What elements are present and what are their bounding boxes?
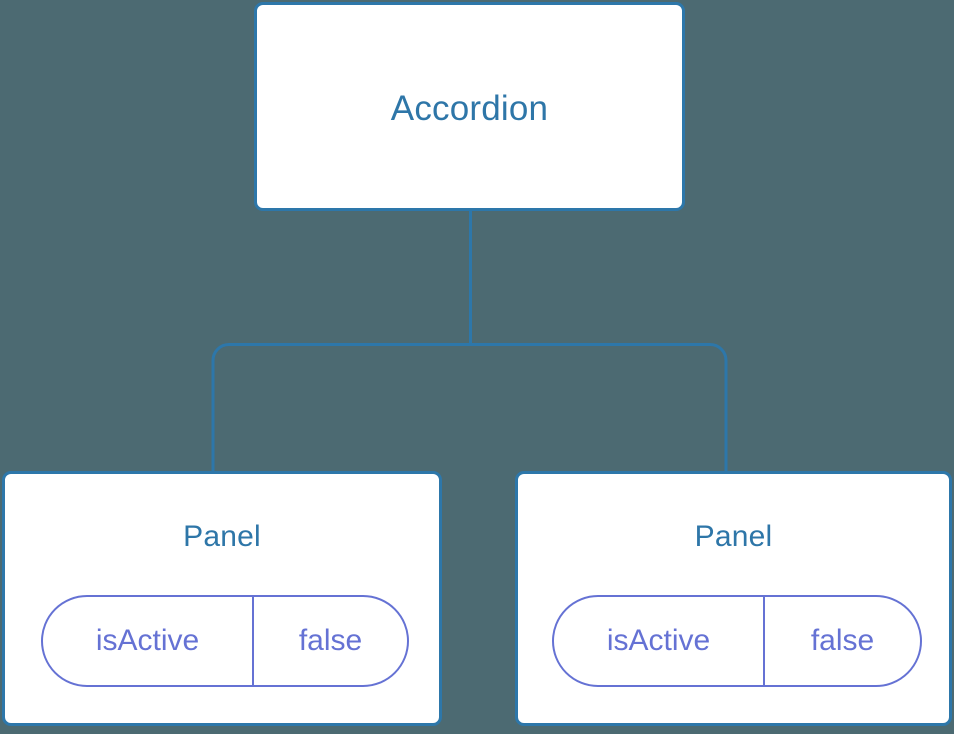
prop-value-isactive-right: false (810, 624, 875, 657)
node-panel-left[interactable]: Panel isActive false (2, 471, 442, 726)
edge-to-panel-right (470, 343, 728, 473)
edge-to-panel-left (211, 343, 471, 473)
prop-value-isactive-left: false (298, 624, 363, 657)
prop-pill-left[interactable]: isActive false (41, 595, 409, 687)
prop-key-isactive-right: isActive (554, 597, 765, 685)
node-panel-left-label: Panel (183, 520, 261, 553)
prop-pill-right[interactable]: isActive false (552, 595, 922, 687)
node-panel-right-label: Panel (694, 520, 773, 553)
node-accordion-label: Accordion (390, 89, 549, 128)
prop-key-isactive-left: isActive (43, 597, 254, 685)
node-panel-right[interactable]: Panel isActive false (515, 471, 952, 726)
node-accordion[interactable]: Accordion (254, 2, 685, 211)
